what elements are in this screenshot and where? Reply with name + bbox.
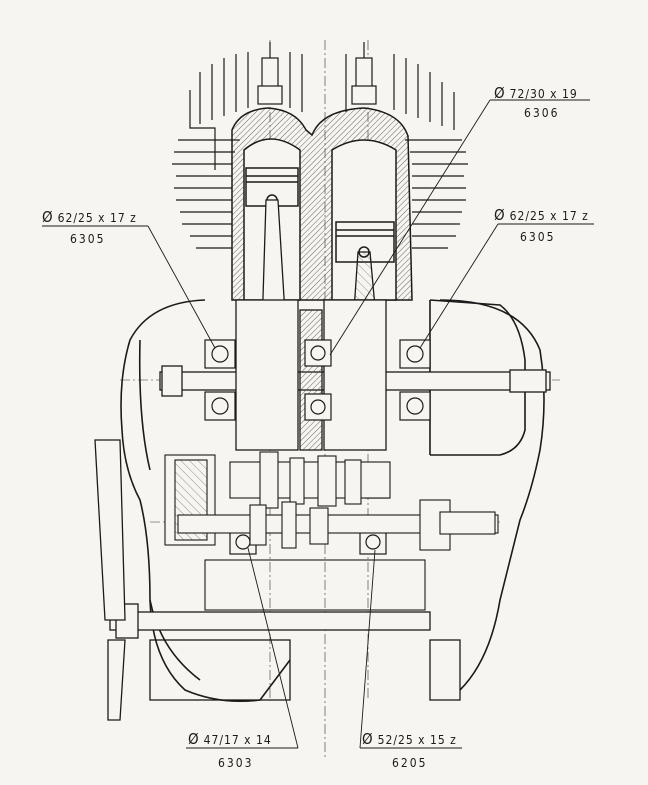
diameter-symbol: Ø	[362, 730, 374, 748]
cooling-fins	[172, 52, 468, 249]
crankshaft	[159, 299, 551, 451]
kickstart-shaft	[94, 439, 461, 721]
bearing-spec: 62/25 x 17 z	[509, 209, 589, 223]
bearing-spec: 47/17 x 14	[203, 733, 272, 747]
callout-bottom-left-code: 6303	[218, 756, 254, 770]
diameter-symbol: Ø	[188, 730, 200, 748]
bearing-spec: 62/25 x 17 z	[57, 211, 137, 225]
diameter-symbol: Ø	[494, 84, 506, 102]
diameter-symbol: Ø	[494, 206, 506, 224]
callout-top-right-code: 6306	[524, 106, 560, 120]
callout-right-code: 6305	[520, 230, 556, 244]
cylinder-block	[231, 107, 413, 301]
bearing-spec: 52/25 x 15 z	[377, 733, 457, 747]
callout-bottom-right-code: 6205	[392, 756, 428, 770]
spark-plugs	[257, 42, 377, 105]
gearbox	[164, 451, 499, 611]
bearing-spec: 72/30 x 19	[509, 87, 578, 101]
diameter-symbol: Ø	[42, 208, 54, 226]
leader-lines	[42, 99, 594, 749]
callout-left-code: 6305	[70, 232, 106, 246]
